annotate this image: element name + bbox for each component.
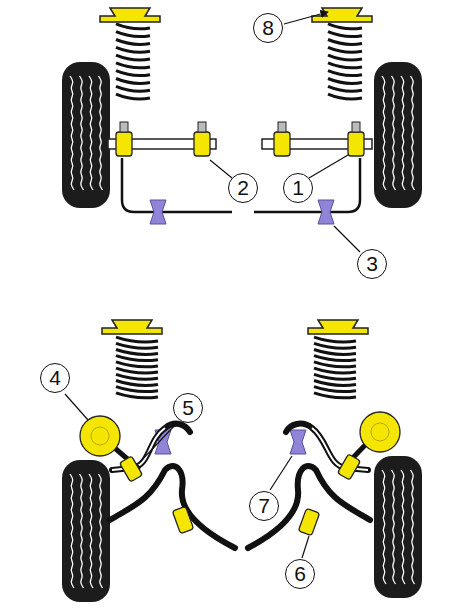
- spring-coil: [116, 350, 158, 355]
- arm-highlight: [112, 428, 368, 470]
- tyre-tread: [80, 474, 84, 588]
- spring-coil: [116, 55, 150, 60]
- spring-group: [116, 24, 362, 398]
- spring-coil: [314, 387, 356, 392]
- spring-coil: [328, 47, 362, 52]
- tyre-tread: [401, 470, 405, 584]
- spring-coil: [116, 343, 158, 348]
- spring-coil: [116, 368, 158, 373]
- tyre-tread: [99, 76, 103, 190]
- callout-number: 8: [253, 13, 283, 43]
- callout-number: 3: [357, 249, 387, 279]
- tyre-tread: [382, 76, 386, 190]
- spring-coil: [314, 356, 356, 361]
- spring-coil: [116, 79, 150, 84]
- lower-arm: [108, 139, 372, 149]
- tyre-tread: [392, 470, 396, 584]
- spring-coil: [328, 40, 362, 45]
- spring-coil: [314, 374, 356, 379]
- damper-top-mount: [80, 412, 400, 456]
- spring-coil: [328, 71, 362, 76]
- damper-top-mount-ring: [91, 423, 389, 445]
- spring-coil: [328, 55, 362, 60]
- arm-bushing: [116, 132, 364, 156]
- spring-coil: [328, 86, 362, 91]
- tyre-tread: [89, 474, 93, 588]
- tyre-tread: [99, 474, 103, 588]
- spring-coil: [328, 63, 362, 68]
- spring-coil: [328, 24, 362, 29]
- tyre: [374, 456, 422, 598]
- leader-line: [65, 12, 360, 558]
- damper: [110, 440, 370, 468]
- spring-coil: [116, 40, 150, 45]
- spring-coil: [116, 71, 150, 76]
- spring-coil: [116, 63, 150, 68]
- spring-coil: [314, 343, 356, 348]
- tyre-tread: [80, 76, 84, 190]
- tyre-tread: [70, 76, 74, 190]
- spring-coil: [314, 393, 356, 398]
- callout-number: 7: [249, 491, 279, 521]
- tyre-tread: [382, 470, 386, 584]
- tyre-tread: [392, 76, 396, 190]
- spring-coil: [314, 337, 356, 342]
- callout-number: 2: [228, 173, 258, 203]
- spring-coil: [314, 350, 356, 355]
- spring-coil: [116, 356, 158, 361]
- spring-coil: [116, 47, 150, 52]
- spring-coil: [328, 32, 362, 37]
- callout-number: 1: [283, 173, 313, 203]
- spring-coil: [314, 381, 356, 386]
- tyre-tread: [401, 76, 405, 190]
- callout-number: 4: [40, 363, 70, 393]
- spring-coil: [116, 337, 158, 342]
- spring-coil: [116, 381, 158, 386]
- spring-coil: [328, 94, 362, 99]
- top-mount: [100, 8, 372, 334]
- spring-coil: [314, 368, 356, 373]
- tyre-tread: [89, 76, 93, 190]
- spring-coil: [116, 393, 158, 398]
- callout-number: 5: [173, 393, 203, 423]
- spring-coil: [328, 79, 362, 84]
- tyre-group: [62, 62, 422, 602]
- bolt: [120, 122, 360, 132]
- arm-bushing: [119, 454, 360, 536]
- spring-coil: [116, 374, 158, 379]
- anti-roll-bar-bushing: [150, 200, 334, 454]
- spring-coil: [314, 362, 356, 367]
- spring-coil: [116, 362, 158, 367]
- spring-coil: [116, 24, 150, 29]
- spring-coil: [116, 387, 158, 392]
- tyre-tread: [70, 474, 74, 588]
- trailing-arm: [110, 424, 370, 548]
- spring-coil: [116, 32, 150, 37]
- tyre: [62, 460, 110, 602]
- callout-number: 6: [285, 559, 315, 589]
- tyre-tread: [411, 76, 415, 190]
- tyre: [62, 62, 110, 208]
- spring-coil: [116, 86, 150, 91]
- spring-coil: [116, 94, 150, 99]
- tyre: [374, 62, 422, 208]
- tyre-tread: [411, 470, 415, 584]
